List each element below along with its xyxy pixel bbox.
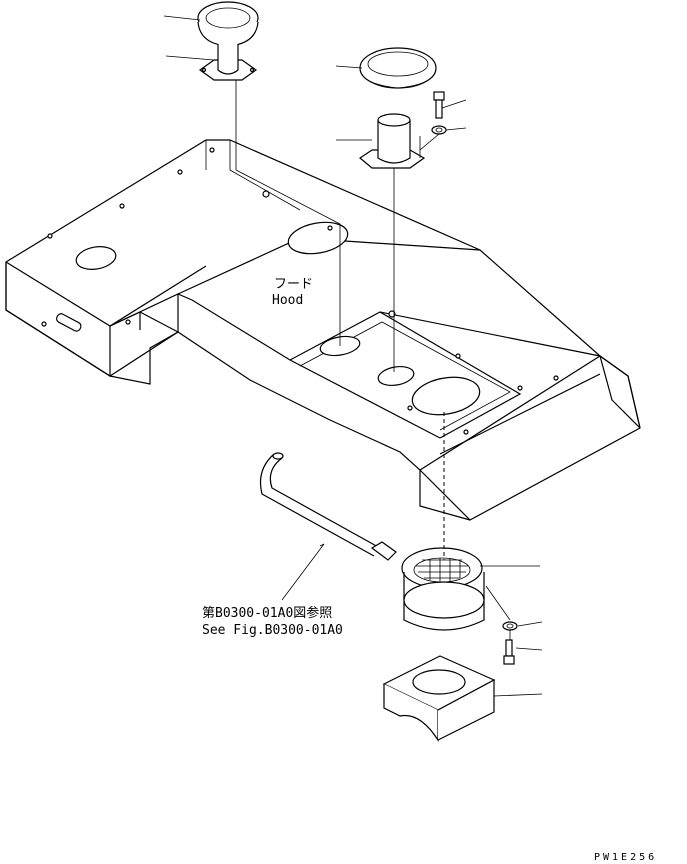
leader-lines	[163, 15, 543, 697]
bolt-bottom	[503, 639, 515, 665]
hood-label-en: Hood	[272, 293, 303, 308]
intake-pipe-left	[198, 44, 258, 81]
washer-top	[431, 125, 447, 135]
drain-tube	[259, 452, 397, 561]
drawing-code: PW1E256	[594, 852, 657, 863]
hood-body	[5, 139, 641, 521]
washer-bottom	[502, 621, 518, 631]
bolt-top	[433, 91, 445, 119]
intake-pipe-right	[358, 113, 426, 169]
rain-cap-left	[197, 1, 259, 47]
rain-cap-right	[359, 47, 437, 89]
reference-label-jp: 第B0300-01A0図参照	[202, 605, 332, 621]
support-block	[382, 655, 496, 743]
dust-screen	[401, 547, 485, 631]
hood-label-jp: フード	[274, 277, 313, 292]
reference-label-en: See Fig.B0300-01A0	[202, 623, 343, 638]
assembly-lines	[235, 80, 511, 640]
